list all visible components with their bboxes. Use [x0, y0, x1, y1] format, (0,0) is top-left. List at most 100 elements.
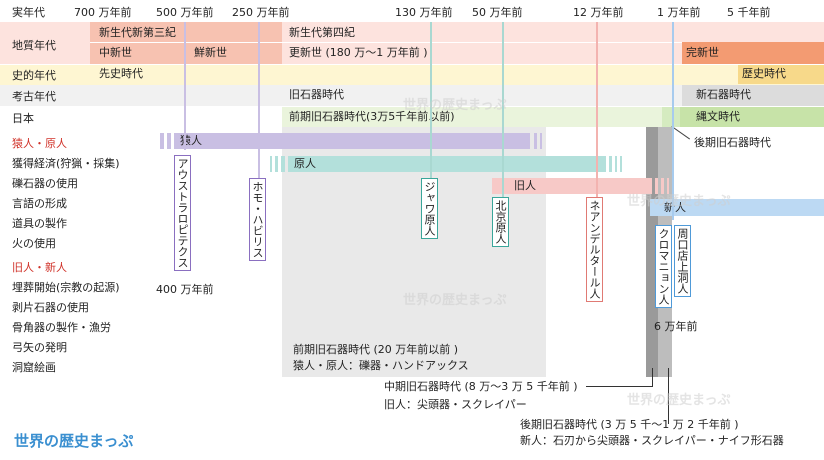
habilis-line [258, 22, 260, 182]
historic-band [738, 65, 824, 84]
section-ape-human: 猿人・原人 [12, 137, 67, 150]
japan-early-band [282, 107, 662, 127]
watermark: 世界の歴史まっぷ [403, 98, 507, 113]
middle-title: 中期旧石器時代 (8 万～3 万 5 千年前 ) [384, 380, 578, 393]
trait-item: 骨角器の製作・漁労 [12, 321, 111, 334]
geo-pliocene: 鮮新世 [194, 46, 227, 59]
kyujin-bar [492, 178, 652, 194]
species-australopithecus-text: アウストラロピテクス [176, 158, 189, 268]
neolithic-band [682, 85, 824, 106]
trait-item: 弓矢の発明 [12, 341, 67, 354]
tick-label: 130 万年前 [395, 6, 453, 19]
geo-pleistocene: 更新世 (180 万～1 万年前 ) [289, 46, 428, 59]
geo-miocene: 中新世 [99, 46, 132, 59]
trait-item: 洞窟絵画 [12, 361, 56, 374]
java-line [430, 22, 432, 182]
hist-historic: 歴史時代 [742, 67, 786, 80]
leader-line [671, 126, 691, 140]
ape-bar [174, 133, 530, 149]
row-label-history: 史的年代 [12, 69, 56, 82]
bar-fade [615, 156, 617, 172]
shinjin-bar [650, 199, 824, 216]
species-australopithecus: アウストラロピテクス [174, 155, 191, 271]
bar-fade [281, 156, 285, 172]
trait-item: 獲得経済(狩猟・採集) [12, 157, 120, 170]
trait-item: 火の使用 [12, 237, 56, 250]
arch-paleolithic: 旧石器時代 [289, 88, 344, 101]
bar-fade [620, 156, 622, 172]
holocene-band [682, 42, 824, 64]
hist-prehistoric: 先史時代 [99, 67, 143, 80]
tick-label: 12 万年前 [573, 6, 624, 19]
bar-fade [534, 133, 537, 149]
species-java: ジャワ原人 [421, 178, 438, 239]
genjin-bar [288, 156, 606, 172]
trait-item: 礫石器の使用 [12, 177, 78, 190]
watermark: 世界の歴史まっぷ [403, 293, 507, 308]
neogene-band [90, 22, 282, 64]
tick-label: 500 万年前 [156, 6, 214, 19]
middle-desc: 旧人：尖頭器・スクレイパー [384, 398, 527, 411]
bar-fade [540, 133, 542, 149]
shinjin-line [672, 22, 674, 220]
neanderthal-line [596, 22, 598, 200]
leader-line [652, 368, 653, 386]
species-neanderthal-text: ネアンデルタール人 [588, 200, 601, 299]
site-logo[interactable]: 世界の歴史まっぷ [14, 432, 134, 450]
spacer [750, 423, 751, 424]
divider [90, 42, 282, 43]
geo-quaternary: 新生代第四紀 [289, 26, 355, 39]
bar-fade [661, 178, 664, 194]
species-homo-habilis: ホモ・ハビリス [249, 178, 266, 261]
early-desc: 猿人・原人：礫器・ハンドアックス [293, 359, 469, 372]
japan-early: 前期旧石器時代(3万5千年前以前) [289, 110, 455, 123]
jomon-band [680, 107, 824, 127]
japan-late-band [662, 107, 680, 127]
peking-line [502, 22, 504, 200]
bar-fade [160, 133, 164, 149]
history-row [0, 64, 824, 85]
geo-neogene: 新生代新第三紀 [99, 26, 176, 39]
bar-fade [167, 133, 171, 149]
species-cromagnon-text: クロマニョン人 [657, 228, 670, 305]
cromagnon-age: 6 万年前 [654, 320, 698, 333]
tick-label: 250 万年前 [232, 6, 290, 19]
species-zhoukoudian: 周口店上洞人 [674, 225, 691, 297]
row-label-japan: 日本 [12, 112, 34, 125]
leader-line [668, 368, 669, 424]
japan-late: 後期旧石器時代 [694, 136, 771, 149]
watermark: 世界の歴史まっぷ [627, 393, 731, 408]
kyujin-label: 旧人 [514, 179, 536, 192]
tick-label: 1 万年前 [657, 6, 701, 19]
genjin-label: 原人 [294, 157, 316, 170]
species-java-text: ジャワ原人 [423, 181, 436, 236]
archaeology-row [0, 85, 824, 106]
row-label-archaeology: 考古年代 [12, 90, 56, 103]
bar-fade [270, 156, 272, 172]
geo-holocene: 完新世 [686, 46, 719, 59]
row-label-geology: 地質年代 [12, 39, 56, 52]
tick-label: 700 万年前 [74, 6, 132, 19]
bar-fade [275, 156, 278, 172]
shinjin-label: 新人 [664, 201, 686, 214]
species-neanderthal: ネアンデルタール人 [586, 197, 603, 302]
species-peking: 北京原人 [492, 197, 509, 247]
tick-label: 50 万年前 [472, 6, 523, 19]
bar-fade [655, 178, 658, 194]
species-cromagnon: クロマニョン人 [655, 225, 672, 308]
late-title: 後期旧石器時代 (3 万 5 千～1 万 2 千年前 ) [520, 418, 739, 431]
early-title: 前期旧石器時代 (20 万年前以前 ) [293, 343, 459, 356]
watermark: 世界の歴史まっぷ [627, 194, 731, 209]
trait-item: 剥片石器の使用 [12, 301, 89, 314]
bar-fade [609, 156, 612, 172]
section-old-new: 旧人・新人 [12, 261, 67, 274]
species-peking-text: 北京原人 [494, 200, 507, 244]
trait-item: 道具の製作 [12, 217, 67, 230]
australo-line [184, 22, 186, 150]
species-homo-habilis-text: ホモ・ハビリス [251, 181, 264, 258]
bar-fade [667, 178, 669, 194]
late-desc: 新人：石刃から尖頭器・スクレイパー・ナイフ形石器 [520, 434, 784, 447]
trait-item: 埋葬開始(宗教の起源) [12, 281, 120, 294]
leader-line [586, 386, 653, 387]
axis-header: 実年代 [12, 6, 45, 19]
